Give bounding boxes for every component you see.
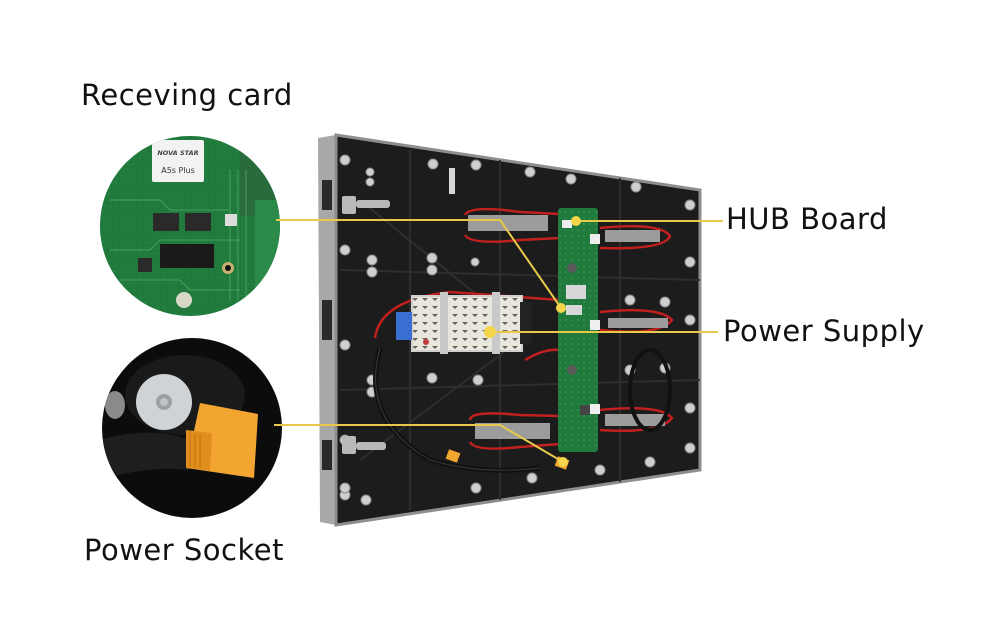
led-panel xyxy=(318,133,702,527)
chip xyxy=(185,213,211,231)
label-power-supply: Power Supply xyxy=(723,314,925,348)
panel-power-connector xyxy=(445,449,461,463)
pcb-traces xyxy=(110,170,247,300)
hub-board xyxy=(558,208,600,452)
sticker-model: A5s Plus xyxy=(161,166,195,175)
callout-dot-power-socket xyxy=(558,457,568,467)
mount-hole xyxy=(225,265,231,271)
label-power-socket: Power Socket xyxy=(84,533,284,567)
power-supply-unit xyxy=(396,292,532,354)
callout-lines xyxy=(274,219,723,463)
callout-dots xyxy=(484,216,581,467)
chip xyxy=(153,213,179,231)
label-receiving-card: Receving card xyxy=(81,78,293,112)
power-socket-connector xyxy=(186,403,258,478)
sticker-brand: NOVA STAR xyxy=(157,149,198,157)
mount-hole xyxy=(176,292,192,308)
callout-dot-power-supply xyxy=(484,326,496,338)
callout-dot-receiving-card xyxy=(556,303,566,313)
qr-code xyxy=(225,214,237,226)
panel-side-latch xyxy=(322,300,332,340)
receiving-card-thumbnail: NOVA STAR A5s Plus xyxy=(100,136,280,316)
panel-side-latch xyxy=(322,440,332,470)
chip xyxy=(160,244,214,268)
panel-side-latch xyxy=(322,180,332,210)
chip xyxy=(138,258,152,272)
callout-dot-hub-board xyxy=(571,216,581,226)
callout-receiving-card xyxy=(276,219,562,309)
label-hub-board: HUB Board xyxy=(726,202,888,236)
model-sticker xyxy=(152,140,204,182)
callout-power-socket xyxy=(274,424,564,463)
panel-hinge xyxy=(342,168,455,454)
power-socket-thumbnail xyxy=(102,338,282,518)
